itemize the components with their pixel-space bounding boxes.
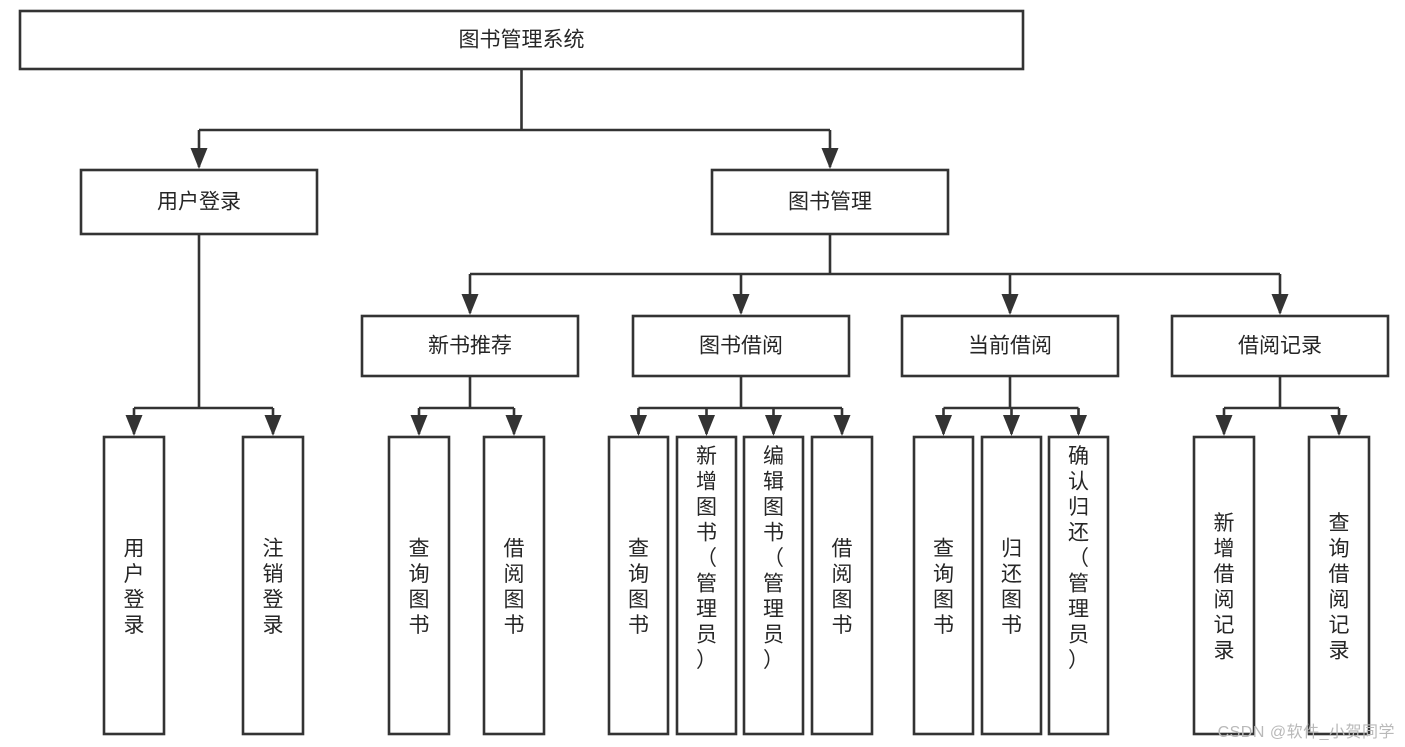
arrow-head xyxy=(732,294,750,315)
arrow-head xyxy=(461,294,479,315)
node-label: 新增图书（管理员） xyxy=(696,445,717,672)
watermark-text: CSDN @软件_小贺同学 xyxy=(1217,724,1395,741)
arrow-head xyxy=(1215,415,1233,436)
arrow-head xyxy=(765,415,782,436)
node-leaf-query-borrow-record[interactable]: 查询借阅记录 xyxy=(1307,435,1371,736)
arrow-head xyxy=(505,415,523,436)
node-label: 图书借阅 xyxy=(699,335,783,358)
node-label: 图书管理系统 xyxy=(459,29,585,52)
node-label: 借阅图书 xyxy=(832,538,853,638)
node-book-borrow[interactable]: 图书借阅 xyxy=(631,314,851,378)
arrow-head xyxy=(410,415,428,436)
arrow-head xyxy=(1001,294,1019,315)
arrow-head xyxy=(190,148,208,169)
node-current-borrow[interactable]: 当前借阅 xyxy=(900,314,1120,378)
node-label: 借阅记录 xyxy=(1238,335,1322,358)
node-label: 用户登录 xyxy=(124,538,145,638)
arrow-head xyxy=(264,415,282,436)
node-label: 查询图书 xyxy=(933,538,954,638)
node-leaf-query-book-c[interactable]: 查询图书 xyxy=(912,435,975,736)
node-new-book-recommend[interactable]: 新书推荐 xyxy=(360,314,580,378)
edges-layer xyxy=(125,69,1348,436)
arrow-head xyxy=(630,415,647,436)
arrow-head xyxy=(1003,415,1020,436)
node-label: 新书推荐 xyxy=(428,335,512,358)
node-leaf-borrow-book-b[interactable]: 借阅图书 xyxy=(810,435,874,736)
node-label: 当前借阅 xyxy=(968,335,1052,358)
arrow-head xyxy=(125,415,143,436)
arrow-head xyxy=(698,415,715,436)
node-leaf-return-book[interactable]: 归还图书 xyxy=(980,435,1043,736)
node-label: 确认归还（管理员） xyxy=(1068,445,1089,672)
nodes-layer: 图书管理系统用户登录图书管理新书推荐图书借阅当前借阅借阅记录用户登录注销登录查询… xyxy=(18,9,1390,736)
arrow-head xyxy=(1271,294,1289,315)
node-leaf-confirm-return-admin[interactable]: 确认归还（管理员） xyxy=(1047,435,1110,736)
node-label: 图书管理 xyxy=(788,191,872,214)
node-label: 查询图书 xyxy=(409,538,430,638)
node-leaf-borrow-book-rec[interactable]: 借阅图书 xyxy=(482,435,546,736)
node-label: 新增借阅记录 xyxy=(1214,512,1235,663)
node-leaf-add-borrow-record[interactable]: 新增借阅记录 xyxy=(1192,435,1256,736)
node-leaf-edit-book-admin[interactable]: 编辑图书（管理员） xyxy=(742,435,805,736)
node-leaf-user-login[interactable]: 用户登录 xyxy=(102,435,166,736)
arrow-head xyxy=(821,148,839,169)
node-leaf-query-book-b[interactable]: 查询图书 xyxy=(607,435,670,736)
node-label: 查询图书 xyxy=(628,538,649,638)
node-label: 归还图书 xyxy=(1001,538,1022,638)
node-label: 借阅图书 xyxy=(504,538,525,638)
arrow-head xyxy=(833,415,851,436)
node-book-manage[interactable]: 图书管理 xyxy=(710,168,950,236)
node-leaf-user-logout[interactable]: 注销登录 xyxy=(241,435,305,736)
node-leaf-add-book-admin[interactable]: 新增图书（管理员） xyxy=(675,435,738,736)
node-label: 注销登录 xyxy=(263,538,284,638)
arrow-head xyxy=(935,415,952,436)
node-label: 编辑图书（管理员） xyxy=(763,445,784,672)
node-label: 用户登录 xyxy=(157,191,241,214)
node-user-login[interactable]: 用户登录 xyxy=(79,168,319,236)
arrow-head xyxy=(1070,415,1087,436)
node-leaf-query-book-rec[interactable]: 查询图书 xyxy=(387,435,451,736)
node-borrow-record[interactable]: 借阅记录 xyxy=(1170,314,1390,378)
node-label: 查询借阅记录 xyxy=(1329,512,1350,663)
node-root-图书管理系统[interactable]: 图书管理系统 xyxy=(18,9,1025,71)
arrow-head xyxy=(1330,415,1348,436)
